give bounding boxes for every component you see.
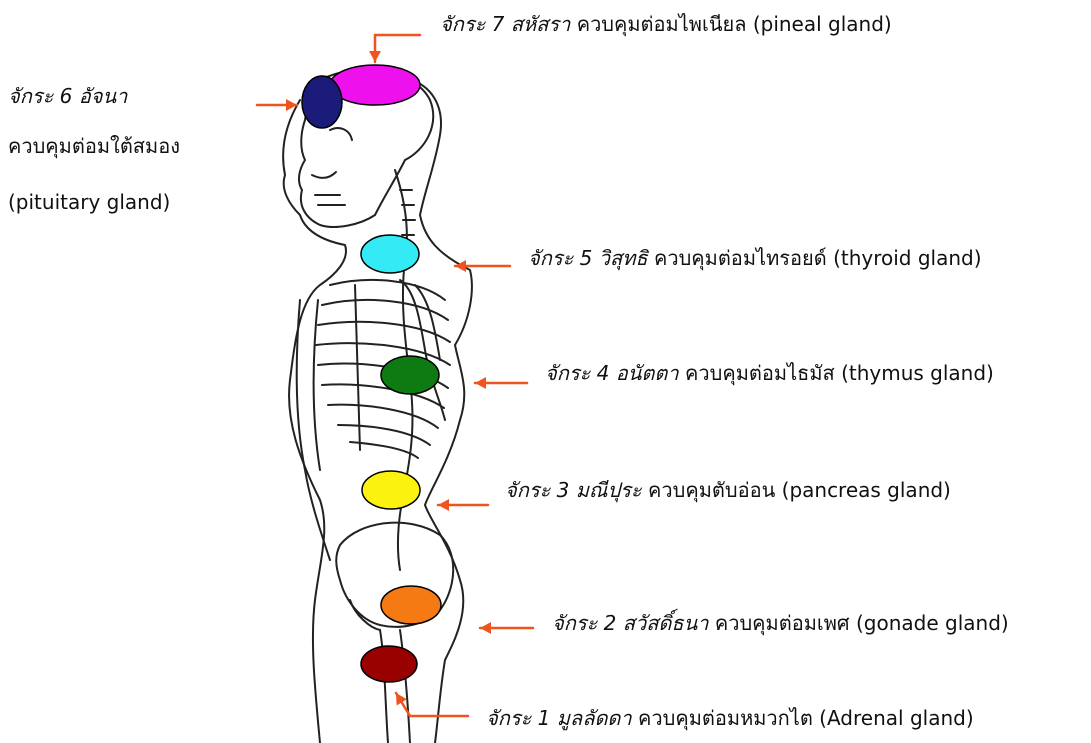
chakra-7-name: จักระ 7 สหัสรา (440, 12, 570, 36)
chakra-6-marker (302, 76, 342, 128)
chakra-5-marker (361, 235, 419, 273)
chakra-1-label: จักระ 1 มูลลัดดา ควบคุมต่อมหมวกไต (Adren… (486, 706, 974, 730)
chakra-1-desc: ควบคุมต่อมหมวกไต (Adrenal gland) (638, 706, 974, 730)
chakra-6-desc-line1: ควบคุมต่อมใต้สมอง (8, 134, 180, 158)
chakra-4-marker (381, 356, 439, 394)
chakra-3-desc: ควบคุมตับอ่อน (pancreas gland) (648, 478, 951, 502)
chakra-7-label: จักระ 7 สหัสรา ควบคุมต่อมไพเนียล (pineal… (440, 12, 892, 36)
chakra-4-desc: ควบคุมต่อมไธมัส (thymus gland) (685, 361, 994, 385)
chakra-6-label: จักระ 6 อัจนา ควบคุมต่อมใต้สมอง (pituita… (8, 84, 248, 224)
chakra-6-desc-line2: (pituitary gland) (8, 190, 170, 214)
chakra-2-arrowhead (480, 622, 491, 634)
chakra-2-desc: ควบคุมต่อมเพศ (gonade gland) (715, 611, 1009, 635)
chakra-2-marker (381, 586, 441, 624)
chakra-7-arrowhead (369, 51, 381, 62)
chakra-4-arrowhead (475, 377, 486, 389)
chakra-7-marker (330, 65, 420, 105)
chakra-2-name: จักระ 2 สวัสดิ์ธนา (552, 611, 709, 635)
chakra-6-name: จักระ 6 อัจนา (8, 84, 127, 108)
chakra-5-label: จักระ 5 วิสุทธิ ควบคุมต่อมไทรอยด์ (thyro… (528, 246, 982, 270)
chakra-1-marker (361, 646, 417, 682)
chakra-1-name: จักระ 1 มูลลัดดา (486, 706, 632, 730)
chakra-3-name: จักระ 3 มณีปุระ (505, 478, 642, 502)
body-outline (410, 80, 472, 743)
chakra-5-name: จักระ 5 วิสุทธิ (528, 246, 648, 270)
chakra-3-label: จักระ 3 มณีปุระ ควบคุมตับอ่อน (pancreas … (505, 478, 951, 502)
chakra-4-label: จักระ 4 อนัตตา ควบคุมต่อมไธมัส (thymus g… (545, 361, 994, 385)
chakra-3-marker (362, 471, 420, 509)
chakra-7-arrow (375, 35, 420, 62)
chakra-3-arrowhead (438, 499, 449, 511)
chakra-4-name: จักระ 4 อนัตตา (545, 361, 679, 385)
chakra-2-label: จักระ 2 สวัสดิ์ธนา ควบคุมต่อมเพศ (gonade… (552, 611, 1009, 635)
chakra-5-desc: ควบคุมต่อมไทรอยด์ (thyroid gland) (654, 246, 982, 270)
chakra-7-desc: ควบคุมต่อมไพเนียล (pineal gland) (577, 12, 892, 36)
